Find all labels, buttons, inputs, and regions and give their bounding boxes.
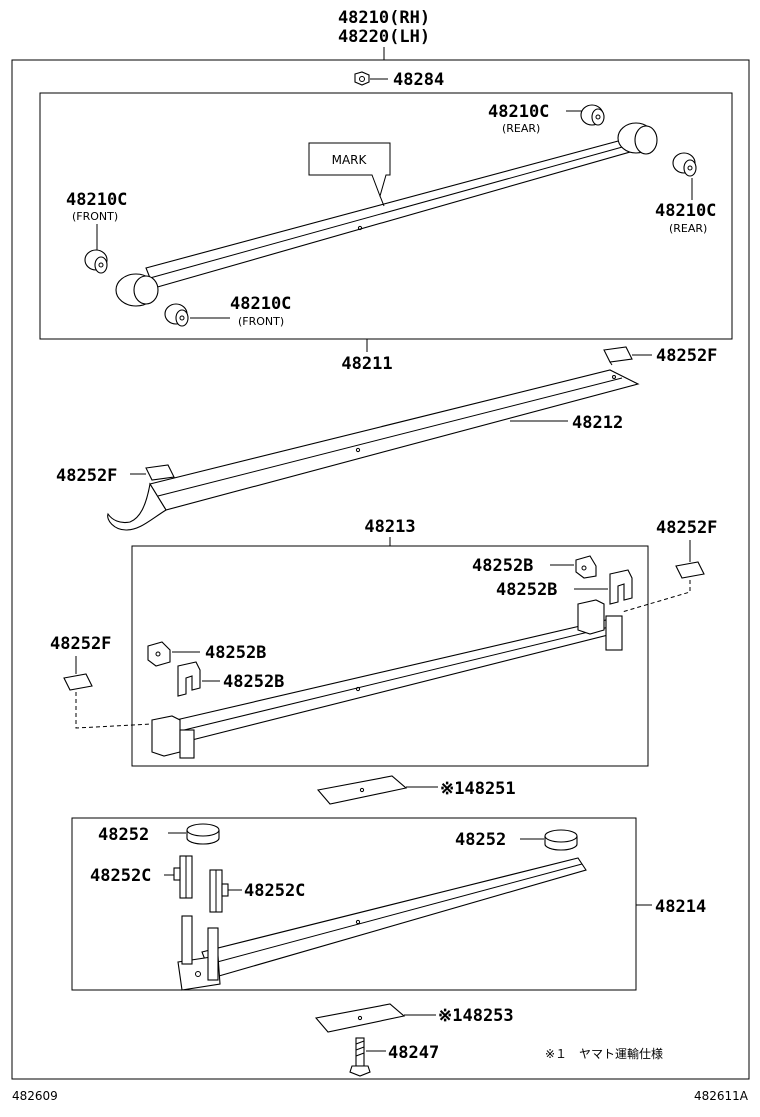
clip-48252b-1-icon (575, 555, 597, 579)
box-48214 (71, 817, 637, 991)
part-48252f-4-label: 48252F (50, 634, 111, 654)
part-48284-label: 48284 (393, 70, 444, 90)
part-48252f-2-label: 48252F (56, 466, 117, 486)
part-48253-label: ※148253 (438, 1006, 514, 1026)
part-48252-left-label: 48252 (98, 825, 149, 845)
clip-48252b-3-icon (147, 641, 171, 667)
bushing-front-left-icon (84, 249, 108, 274)
bolt-48247-icon (349, 1037, 371, 1077)
front-note-left: (FRONT) (72, 210, 118, 223)
pad-48252c-right-icon (209, 869, 229, 913)
part-48247-label: 48247 (388, 1043, 439, 1063)
dashed-line-48252f-4 (75, 692, 153, 729)
pad-48252f-4-icon (63, 673, 93, 691)
part-48210c-rear-top-label: 48210C (488, 102, 549, 122)
main-leaf-48211-icon (115, 122, 658, 307)
pad-48252c-left-icon (173, 855, 193, 899)
part-48213-label: 48213 (364, 517, 415, 537)
pad-48252f-1-icon (603, 346, 633, 366)
footer-left-code: 482609 (12, 1089, 58, 1103)
part-48210c-front-bottom-label: 48210C (230, 294, 291, 314)
bushing-rear-right-icon (672, 152, 697, 177)
clip-48252b-4-icon (177, 661, 201, 697)
part-48252b-4-label: 48252B (223, 672, 284, 692)
pad-48252f-2-icon (145, 464, 175, 481)
part-48211-label: 48211 (341, 354, 392, 374)
part-48252c-left-label: 48252C (90, 866, 151, 886)
assembly-lh-label: 48220(LH) (338, 27, 430, 47)
part-48252b-1-label: 48252B (472, 556, 533, 576)
part-48212-label: 48212 (572, 413, 623, 433)
leaf-48214-icon (177, 857, 587, 991)
nut-48284-icon (354, 71, 370, 86)
part-48252b-2-label: 48252B (496, 580, 557, 600)
mark-label: MARK (332, 153, 368, 167)
mark-leader (379, 195, 385, 207)
plate-48251-icon (316, 775, 408, 805)
part-48252f-1-label: 48252F (656, 346, 717, 366)
dashed-line-48252f-3 (621, 580, 691, 613)
clip-48252b-2-icon (609, 569, 633, 605)
plate-48253-icon (314, 1003, 406, 1033)
footer-right-code: 482611A (694, 1089, 749, 1103)
rubber-48252-left-icon (186, 823, 220, 845)
bushing-front-bottom-icon (164, 303, 189, 327)
part-48252f-3-label: 48252F (656, 518, 717, 538)
part-48251-label: ※148251 (440, 779, 516, 799)
assembly-rh-label: 48210(RH) (338, 8, 430, 28)
leaf-48212-icon (107, 369, 640, 531)
part-48214-label: 48214 (655, 897, 706, 917)
footnote-text: ※１ ヤマト運輸仕様 (545, 1046, 663, 1061)
assembly-frame (11, 59, 750, 1080)
part-48252-right-label: 48252 (455, 830, 506, 850)
rear-note-right: (REAR) (669, 222, 707, 235)
front-note-bottom: (FRONT) (238, 315, 284, 328)
part-48210c-rear-right-label: 48210C (655, 201, 716, 221)
part-48252c-right-label: 48252C (244, 881, 305, 901)
leaf-48213-icon (151, 599, 623, 759)
rear-note-top: (REAR) (502, 122, 540, 135)
bushing-rear-top-icon (580, 104, 605, 126)
part-48210c-front-left-label: 48210C (66, 190, 127, 210)
part-48252b-3-label: 48252B (205, 643, 266, 663)
rubber-48252-right-icon (544, 829, 578, 851)
pad-48252f-3-icon (675, 561, 705, 579)
mark-callout (308, 142, 391, 198)
box-48213 (131, 545, 649, 767)
box-48211 (39, 92, 733, 340)
